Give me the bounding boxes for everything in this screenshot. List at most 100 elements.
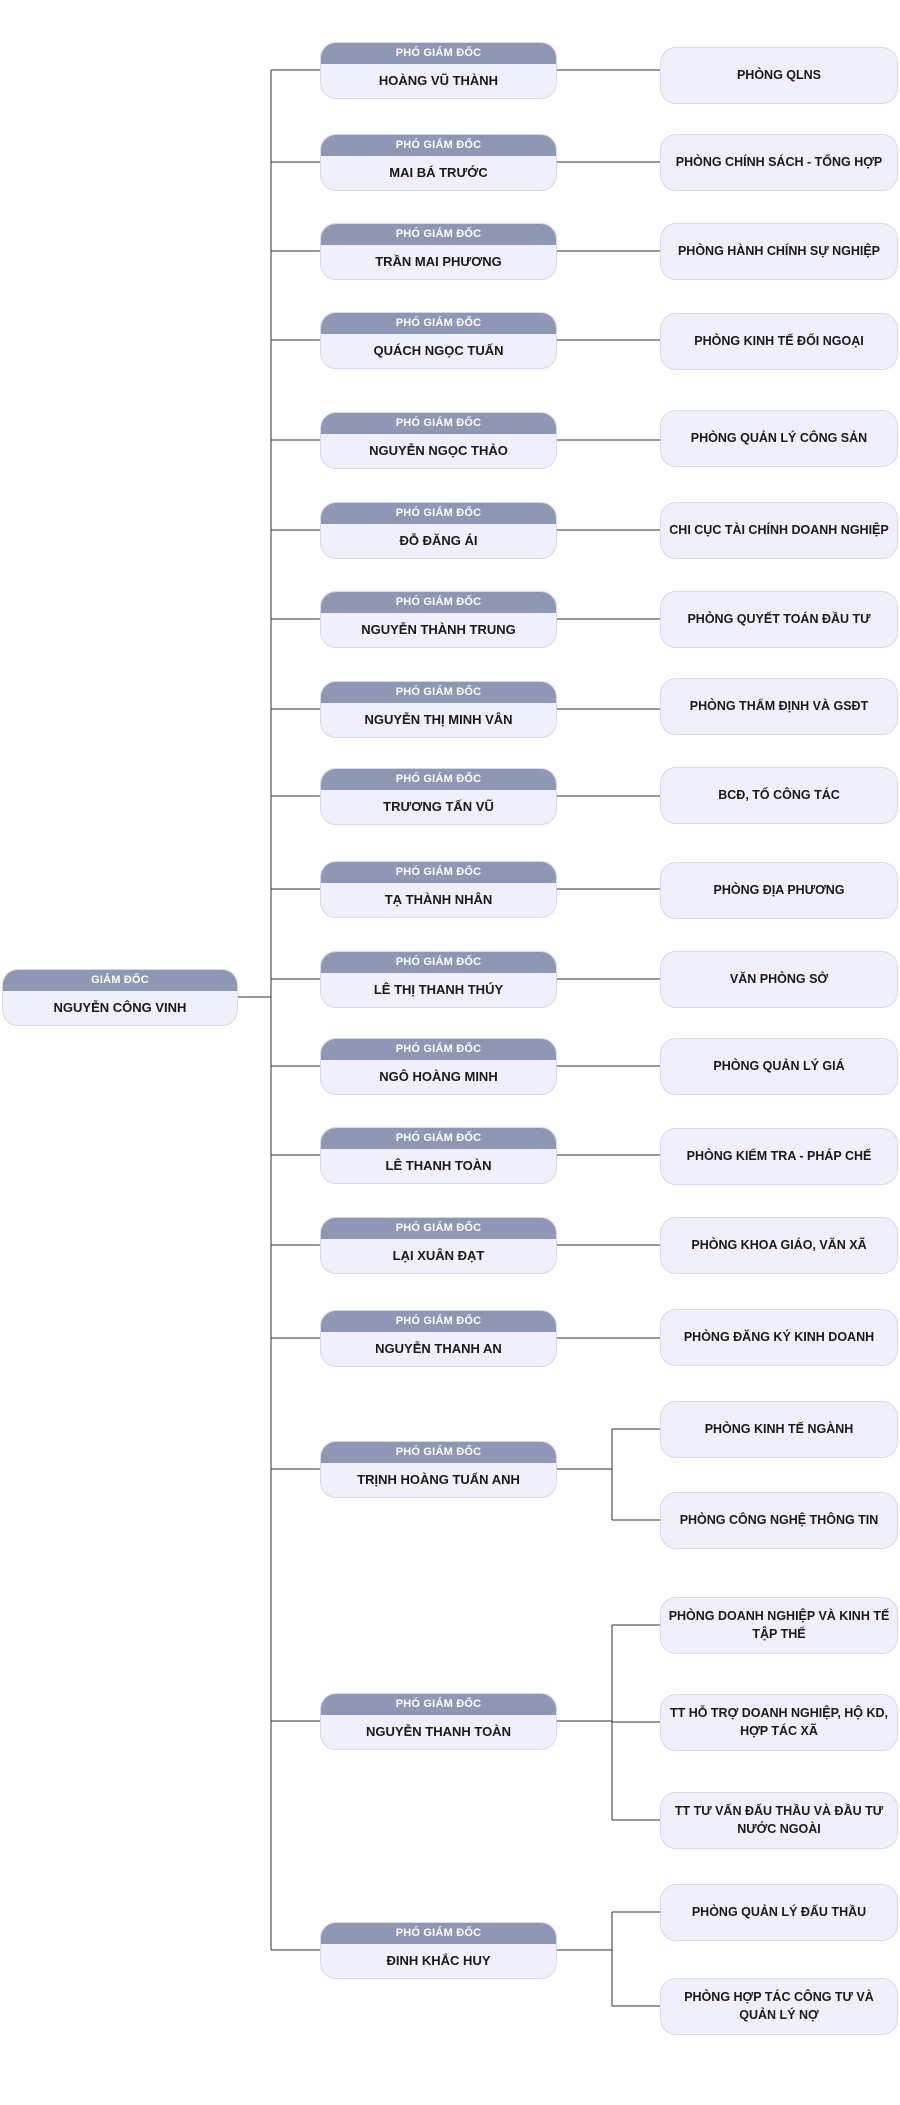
person-name: NGUYỄN THANH AN (375, 1340, 502, 1356)
deputy-node: PHÓ GIÁM ĐỐC ĐỖ ĐĂNG ÁI (320, 501, 557, 559)
person-name: QUÁCH NGỌC TUẤN (373, 342, 504, 358)
person-name: NGUYỄN CÔNG VINH (53, 999, 187, 1015)
role-label: PHÓ GIÁM ĐỐC (321, 681, 556, 703)
deputy-node: PHÓ GIÁM ĐỐC LÊ THỊ THANH THÚY (320, 950, 557, 1008)
role-label: PHÓ GIÁM ĐỐC (321, 42, 556, 64)
department-label: PHÒNG QUẢN LÝ ĐẤU THẦU (691, 1905, 867, 1919)
department-node: BCĐ, TỔ CÔNG TÁC (660, 766, 898, 824)
department-label: PHÒNG QUYẾT TOÁN ĐẦU TƯ (687, 612, 871, 626)
department-label: PHÒNG HÀNH CHÍNH SỰ NGHIỆP (677, 244, 881, 258)
role-label: PHÓ GIÁM ĐỐC (321, 1441, 556, 1463)
role-label: PHÓ GIÁM ĐỐC (321, 412, 556, 434)
role-label: PHÓ GIÁM ĐỐC (321, 1217, 556, 1239)
department-node: PHÒNG HÀNH CHÍNH SỰ NGHIỆP (660, 222, 898, 280)
role-label: PHÓ GIÁM ĐỐC (321, 861, 556, 883)
department-node: PHÒNG QUẢN LÝ CÔNG SẢN (660, 409, 898, 467)
deputy-node: PHÓ GIÁM ĐỐC NGUYỄN NGỌC THẢO (320, 411, 557, 469)
role-label: GIÁM ĐỐC (3, 969, 237, 991)
department-node: PHÒNG QUYẾT TOÁN ĐẦU TƯ (660, 590, 898, 648)
role-label: PHÓ GIÁM ĐỐC (321, 768, 556, 790)
department-label: VĂN PHÒNG SỞ (729, 972, 829, 986)
person-name: NGÔ HOÀNG MINH (379, 1068, 498, 1084)
person-name: LẠI XUÂN ĐẠT (392, 1247, 485, 1263)
department-node: TT HỖ TRỢ DOANH NGHIỆP, HỘ KD, HỢP TÁC X… (660, 1693, 898, 1751)
person-name: LÊ THANH TOÀN (385, 1157, 492, 1173)
director-node: GIÁM ĐỐC NGUYỄN CÔNG VINH (2, 968, 238, 1026)
deputy-node: PHÓ GIÁM ĐỐC MAI BÁ TRƯỚC (320, 133, 557, 191)
deputy-node: PHÓ GIÁM ĐỐC LÊ THANH TOÀN (320, 1126, 557, 1184)
role-label: PHÓ GIÁM ĐỐC (321, 223, 556, 245)
person-name: NGUYỄN THÀNH TRUNG (361, 621, 516, 637)
person-name: TẠ THÀNH NHÂN (384, 891, 493, 907)
role-label: PHÓ GIÁM ĐỐC (321, 502, 556, 524)
deputy-node: PHÓ GIÁM ĐỐC NGUYỄN THÀNH TRUNG (320, 590, 557, 648)
department-label: CHI CỤC TÀI CHÍNH DOANH NGHIỆP (669, 523, 889, 537)
role-label: PHÓ GIÁM ĐỐC (321, 951, 556, 973)
department-node: PHÒNG ĐỊA PHƯƠNG (660, 861, 898, 919)
deputy-node: PHÓ GIÁM ĐỐC NGUYỄN THANH TOÀN (320, 1692, 557, 1750)
department-label: PHÒNG THẨM ĐỊNH VÀ GSĐT (689, 699, 869, 713)
department-label: TT TƯ VẤN ĐẤU THẦU VÀ ĐẦU TƯ NƯỚC NGOÀI (674, 1804, 884, 1836)
role-label: PHÓ GIÁM ĐỐC (321, 1922, 556, 1944)
role-label: PHÓ GIÁM ĐỐC (321, 1693, 556, 1715)
role-label: PHÓ GIÁM ĐỐC (321, 1038, 556, 1060)
department-node: PHÒNG QUẢN LÝ GIÁ (660, 1037, 898, 1095)
department-node: PHÒNG CHÍNH SÁCH - TỔNG HỢP (660, 133, 898, 191)
deputy-node: PHÓ GIÁM ĐỐC LẠI XUÂN ĐẠT (320, 1216, 557, 1274)
department-label: PHÒNG QLNS (736, 68, 822, 82)
department-label: PHÒNG CHÍNH SÁCH - TỔNG HỢP (675, 155, 883, 169)
department-label: PHÒNG ĐĂNG KÝ KINH DOANH (683, 1330, 875, 1344)
department-node: PHÒNG KINH TẾ ĐỐI NGOẠI (660, 312, 898, 370)
role-label: PHÓ GIÁM ĐỐC (321, 1127, 556, 1149)
department-label: PHÒNG KHOA GIÁO, VĂN XÃ (691, 1238, 867, 1252)
department-label: PHÒNG QUẢN LÝ CÔNG SẢN (690, 431, 868, 445)
department-node: CHI CỤC TÀI CHÍNH DOANH NGHIỆP (660, 501, 898, 559)
department-node: PHÒNG QLNS (660, 46, 898, 104)
department-label: PHÒNG CÔNG NGHỆ THÔNG TIN (679, 1513, 879, 1527)
person-name: TRẦN MAI PHƯƠNG (375, 253, 502, 269)
role-label: PHÓ GIÁM ĐỐC (321, 134, 556, 156)
department-label: PHÒNG KINH TẾ ĐỐI NGOẠI (694, 334, 864, 348)
person-name: MAI BÁ TRƯỚC (389, 164, 488, 180)
deputy-node: PHÓ GIÁM ĐỐC NGÔ HOÀNG MINH (320, 1037, 557, 1095)
person-name: NGUYỄN NGỌC THẢO (369, 442, 508, 458)
person-name: TRỊNH HOÀNG TUẤN ANH (357, 1471, 520, 1487)
department-node: VĂN PHÒNG SỞ (660, 950, 898, 1008)
deputy-node: PHÓ GIÁM ĐỐC TRẦN MAI PHƯƠNG (320, 222, 557, 280)
department-label: TT HỖ TRỢ DOANH NGHIỆP, HỘ KD, HỢP TÁC X… (669, 1706, 889, 1738)
deputy-node: PHÓ GIÁM ĐỐC QUÁCH NGỌC TUẤN (320, 311, 557, 369)
department-node: PHÒNG DOANH NGHIỆP VÀ KINH TẾ TẬP THỂ (660, 1596, 898, 1654)
department-label: PHÒNG KINH TẾ NGÀNH (704, 1422, 854, 1436)
department-node: PHÒNG ĐĂNG KÝ KINH DOANH (660, 1308, 898, 1366)
deputy-node: PHÓ GIÁM ĐỐC HOÀNG VŨ THÀNH (320, 41, 557, 99)
department-label: BCĐ, TỔ CÔNG TÁC (718, 788, 840, 802)
department-node: PHÒNG HỢP TÁC CÔNG TƯ VÀ QUẢN LÝ NỢ (660, 1977, 898, 2035)
person-name: HOÀNG VŨ THÀNH (378, 72, 499, 88)
department-node: PHÒNG KIỂM TRA - PHÁP CHẾ (660, 1127, 898, 1185)
department-node: PHÒNG QUẢN LÝ ĐẤU THẦU (660, 1883, 898, 1941)
department-label: PHÒNG QUẢN LÝ GIÁ (713, 1059, 845, 1073)
department-node: TT TƯ VẤN ĐẤU THẦU VÀ ĐẦU TƯ NƯỚC NGOÀI (660, 1791, 898, 1849)
person-name: NGUYỄN THANH TOÀN (366, 1723, 511, 1739)
department-label: PHÒNG DOANH NGHIỆP VÀ KINH TẾ TẬP THỂ (668, 1609, 890, 1641)
role-label: PHÓ GIÁM ĐỐC (321, 591, 556, 613)
department-node: PHÒNG KHOA GIÁO, VĂN XÃ (660, 1216, 898, 1274)
department-node: PHÒNG CÔNG NGHỆ THÔNG TIN (660, 1491, 898, 1549)
department-label: PHÒNG ĐỊA PHƯƠNG (713, 883, 845, 897)
deputy-node: PHÓ GIÁM ĐỐC ĐINH KHẮC HUY (320, 1921, 557, 1979)
deputy-node: PHÓ GIÁM ĐỐC TẠ THÀNH NHÂN (320, 860, 557, 918)
person-name: TRƯƠNG TẤN VŨ (383, 798, 494, 814)
deputy-node: PHÓ GIÁM ĐỐC NGUYỄN THANH AN (320, 1309, 557, 1367)
deputy-node: PHÓ GIÁM ĐỐC NGUYỄN THỊ MINH VÂN (320, 680, 557, 738)
person-name: LÊ THỊ THANH THÚY (373, 981, 504, 997)
department-label: PHÒNG HỢP TÁC CÔNG TƯ VÀ QUẢN LÝ NỢ (684, 1990, 874, 2022)
person-name: NGUYỄN THỊ MINH VÂN (364, 711, 513, 727)
person-name: ĐỖ ĐĂNG ÁI (399, 532, 478, 548)
deputy-node: PHÓ GIÁM ĐỐC TRƯƠNG TẤN VŨ (320, 767, 557, 825)
role-label: PHÓ GIÁM ĐỐC (321, 312, 556, 334)
role-label: PHÓ GIÁM ĐỐC (321, 1310, 556, 1332)
deputy-node: PHÓ GIÁM ĐỐC TRỊNH HOÀNG TUẤN ANH (320, 1440, 557, 1498)
person-name: ĐINH KHẮC HUY (386, 1952, 491, 1968)
department-node: PHÒNG KINH TẾ NGÀNH (660, 1400, 898, 1458)
